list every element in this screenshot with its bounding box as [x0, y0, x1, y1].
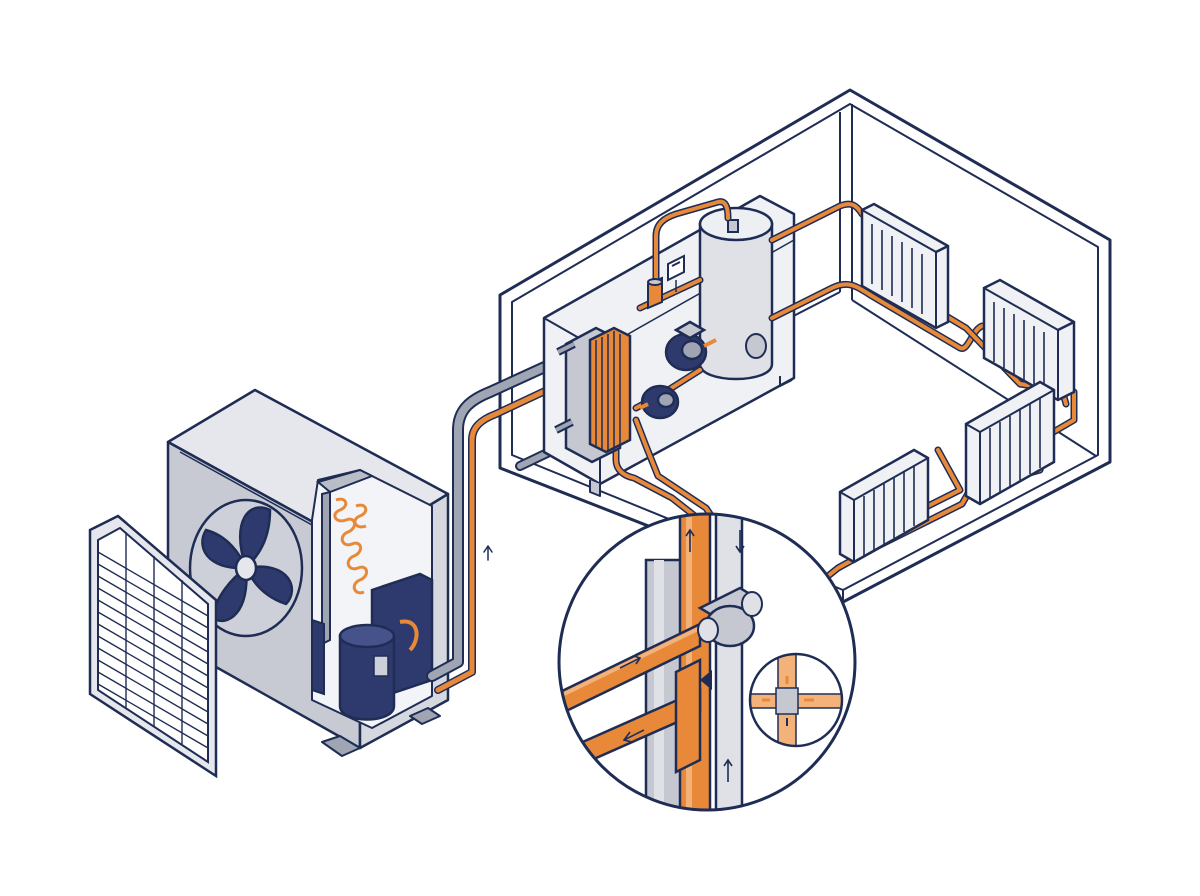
valve — [647, 276, 663, 310]
front-grille — [88, 514, 218, 779]
refrigerant-lines — [426, 354, 571, 694]
circulation-pump — [664, 320, 717, 372]
hot-water-cylinder — [698, 206, 774, 381]
radiator — [860, 202, 950, 330]
compressor — [311, 572, 434, 721]
radiator — [982, 278, 1076, 402]
coil — [315, 468, 375, 646]
radiator — [964, 380, 1056, 506]
expansion-vessel — [639, 384, 680, 420]
fan — [188, 498, 304, 638]
heat-exchanger — [554, 326, 632, 464]
radiator — [838, 448, 930, 564]
valve-inset — [748, 652, 844, 748]
control-panel — [667, 254, 685, 292]
